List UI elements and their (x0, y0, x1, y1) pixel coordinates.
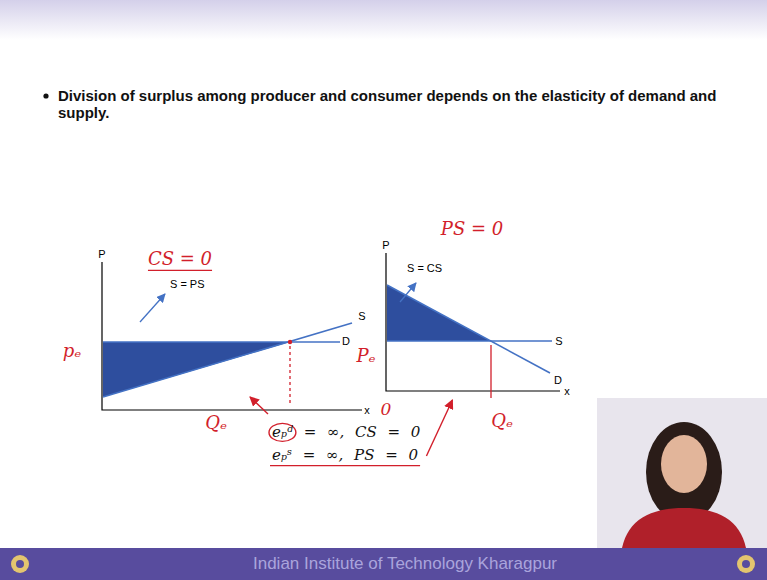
equilibrium-line (490, 345, 491, 398)
footer-logo (737, 555, 755, 573)
annotation-underline (270, 465, 420, 466)
handwritten-note: CS = 0 (148, 249, 212, 270)
curve-label: D (554, 374, 562, 387)
demand-line (387, 285, 550, 373)
supply-line (387, 340, 552, 342)
annotation-arrow (250, 397, 268, 414)
footer-bar (0, 548, 767, 580)
pointer-arrow (400, 283, 416, 302)
area-label: S = CS (407, 262, 442, 275)
bullet-text: Division of surplus among producer and c… (58, 87, 748, 121)
formula-text: eₚˢ = ∞, PS = 0 (272, 447, 418, 464)
annotation-arrow (426, 400, 452, 456)
top-band (0, 0, 767, 40)
graph-axes (102, 262, 362, 410)
annotation-underline (148, 270, 212, 271)
graph-axes (386, 253, 560, 391)
footer-logo (11, 555, 29, 573)
footer-logo (16, 560, 24, 568)
pointer-arrow (140, 294, 165, 322)
axis-label: P (98, 248, 105, 261)
footer-logo (742, 560, 750, 568)
handwritten-note: pₑ (63, 341, 82, 362)
area-label: S = PS (170, 278, 205, 291)
demand-line (103, 341, 340, 343)
handwritten-note: 0 (381, 400, 392, 420)
curve-label: S (358, 310, 365, 323)
presenter-face (661, 435, 707, 493)
presenter-hair (646, 422, 722, 522)
handwritten-note: Pₑ (356, 346, 375, 367)
curve-label: D (342, 335, 350, 348)
equilibrium-dot (288, 340, 292, 344)
video-panel (597, 398, 767, 548)
bullet-dot (43, 93, 48, 98)
footer-text: Indian Institute of Technology Kharagpur (253, 554, 557, 574)
axis-label: P (382, 239, 389, 252)
handwritten-note: Qₑ (205, 413, 227, 434)
formula-text: eₚᵈ = ∞, CS = 0 (272, 424, 420, 441)
axis-label: x (364, 404, 370, 417)
curve-label: S (555, 335, 562, 348)
equilibrium-dashed-line (289, 346, 290, 405)
presenter-body (622, 508, 746, 548)
handwritten-note: Qₑ (491, 411, 513, 432)
handwritten-note: PS = 0 (441, 219, 503, 240)
axis-label: x (564, 385, 570, 398)
supply-line (103, 323, 352, 397)
